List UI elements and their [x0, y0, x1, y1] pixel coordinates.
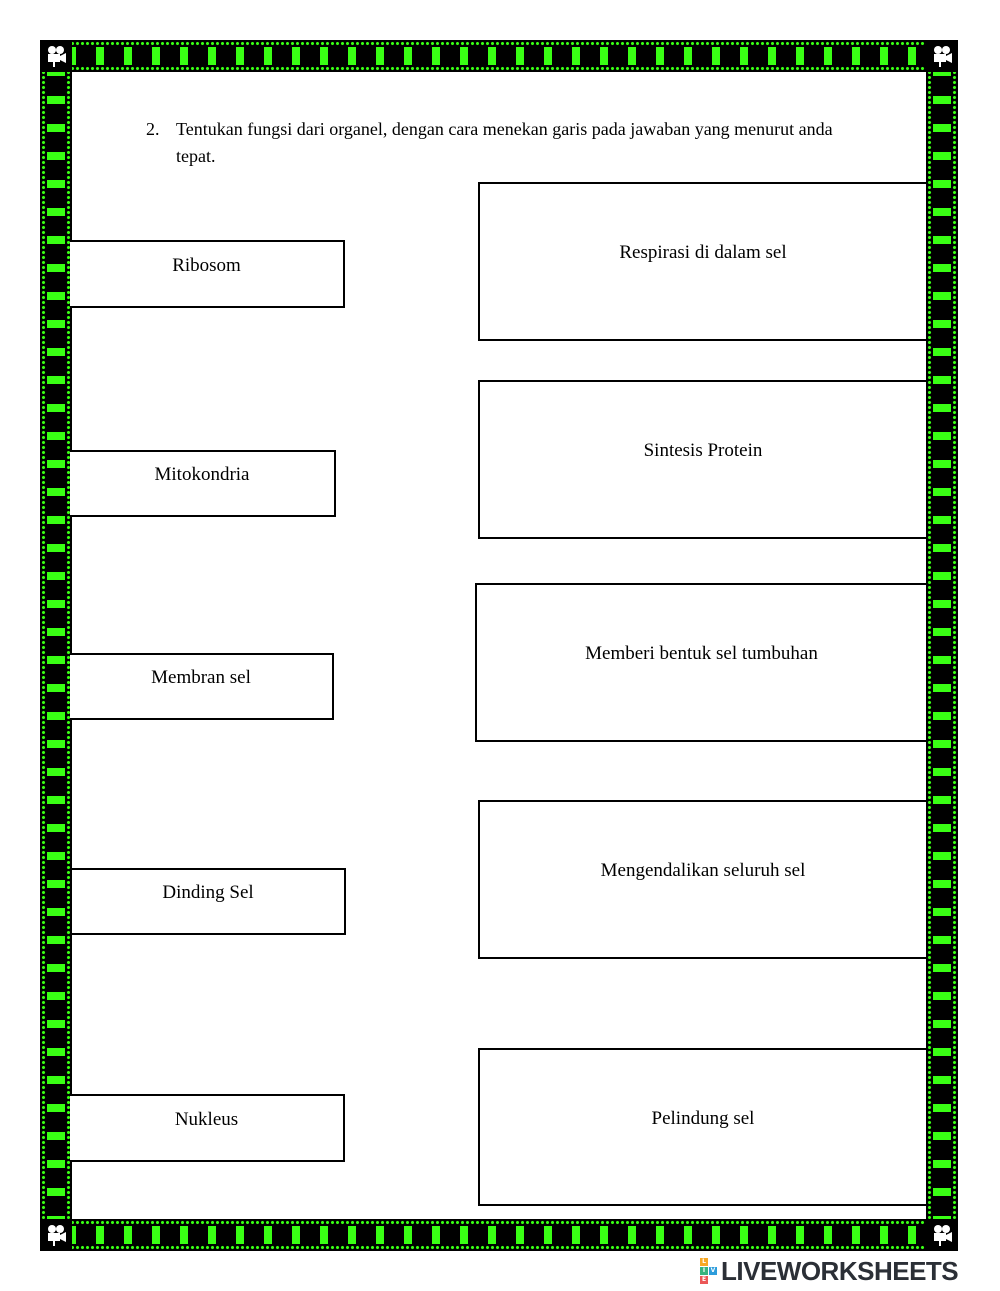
function-box-memberi-bentuk[interactable]: Memberi bentuk sel tumbuhan — [475, 583, 926, 742]
film-camera-icon — [40, 40, 72, 72]
function-label: Respirasi di dalam sel — [619, 242, 787, 263]
film-camera-icon — [926, 1219, 958, 1251]
instruction-number: 2. — [146, 119, 160, 139]
organelle-box-dinding-sel[interactable]: Dinding Sel — [70, 868, 346, 935]
liveworksheets-logo: L I V E LIVEWORKSHEETS — [700, 1255, 959, 1286]
liveworksheets-mark-icon: L I V E — [700, 1258, 717, 1284]
function-label: Memberi bentuk sel tumbuhan — [585, 643, 818, 664]
organelle-box-ribosom[interactable]: Ribosom — [70, 240, 345, 308]
organelle-label: Ribosom — [172, 255, 241, 276]
organelle-label: Mitokondria — [154, 464, 250, 485]
organelle-box-mitokondria[interactable]: Mitokondria — [70, 450, 336, 517]
function-box-respirasi[interactable]: Respirasi di dalam sel — [478, 182, 926, 341]
film-border-right — [926, 40, 958, 1251]
mark-letter: E — [700, 1276, 708, 1284]
instruction-text: Tentukan fungsi dari organel, dengan car… — [176, 119, 833, 166]
organelle-box-nukleus[interactable]: Nukleus — [70, 1094, 345, 1162]
film-border-bottom — [40, 1219, 958, 1251]
instruction: 2. Tentukan fungsi dari organel, dengan … — [146, 116, 866, 170]
organelle-box-membran-sel[interactable]: Membran sel — [70, 653, 334, 720]
film-border-top — [40, 40, 958, 72]
film-border-left — [40, 40, 72, 1251]
mark-letter: I — [700, 1267, 708, 1275]
film-camera-icon — [40, 1219, 72, 1251]
organelle-label: Dinding Sel — [162, 882, 254, 903]
organelle-label: Membran sel — [151, 667, 251, 688]
function-box-pelindung[interactable]: Pelindung sel — [478, 1048, 926, 1206]
function-label: Pelindung sel — [651, 1108, 755, 1129]
function-label: Mengendalikan seluruh sel — [600, 860, 806, 881]
liveworksheets-brand: LIVEWORKSHEETS — [721, 1255, 959, 1286]
function-box-mengendalikan[interactable]: Mengendalikan seluruh sel — [478, 800, 926, 959]
mark-letter: V — [709, 1267, 717, 1275]
organelle-label: Nukleus — [174, 1109, 239, 1130]
mark-spacer — [709, 1258, 717, 1266]
film-camera-icon — [926, 40, 958, 72]
mark-letter: L — [700, 1258, 708, 1266]
function-box-sintesis-protein[interactable]: Sintesis Protein — [478, 380, 926, 539]
function-label: Sintesis Protein — [643, 440, 763, 461]
mark-spacer — [709, 1276, 717, 1284]
